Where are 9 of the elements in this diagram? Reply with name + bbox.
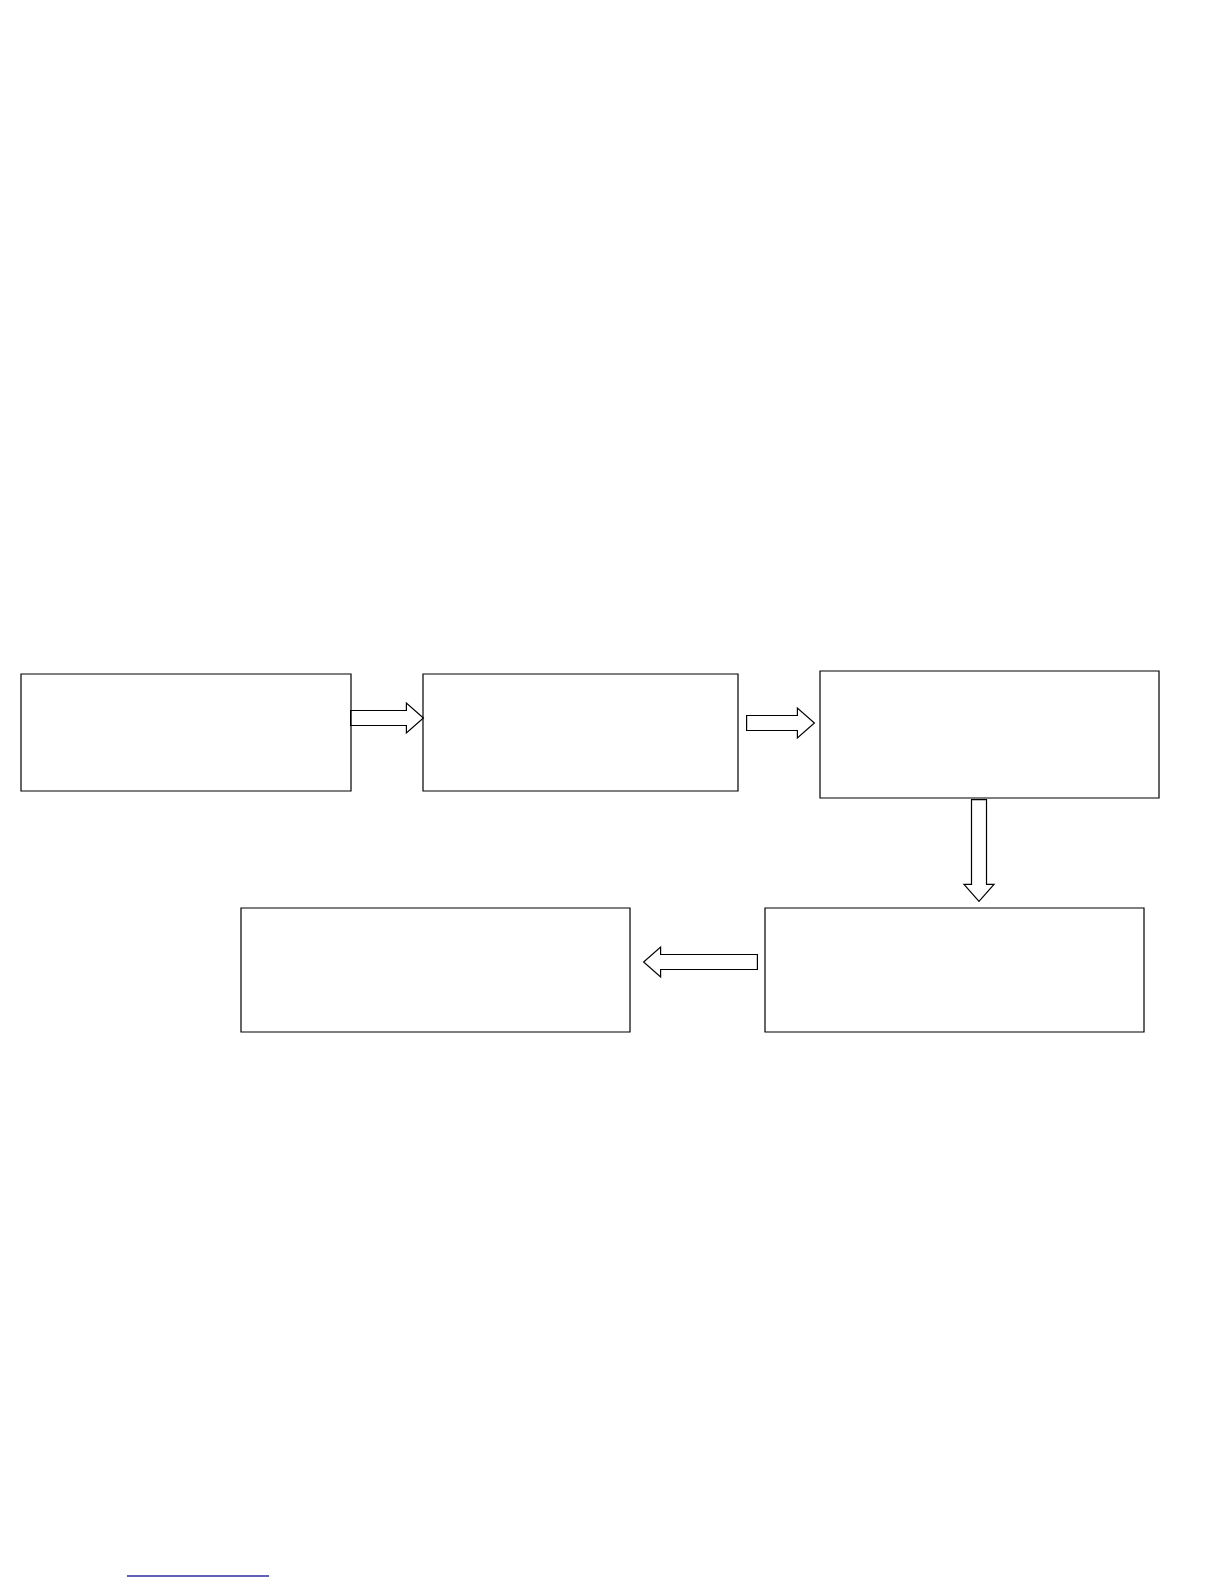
- process-box: [764, 907, 1145, 1033]
- process-box: [20, 673, 352, 792]
- process-box: [240, 907, 631, 1033]
- process-box: [422, 673, 739, 792]
- block-arrow: [642, 945, 758, 979]
- block-arrow: [962, 799, 996, 903]
- process-box: [819, 670, 1160, 799]
- block-arrow: [746, 706, 816, 740]
- block-arrow: [350, 701, 425, 735]
